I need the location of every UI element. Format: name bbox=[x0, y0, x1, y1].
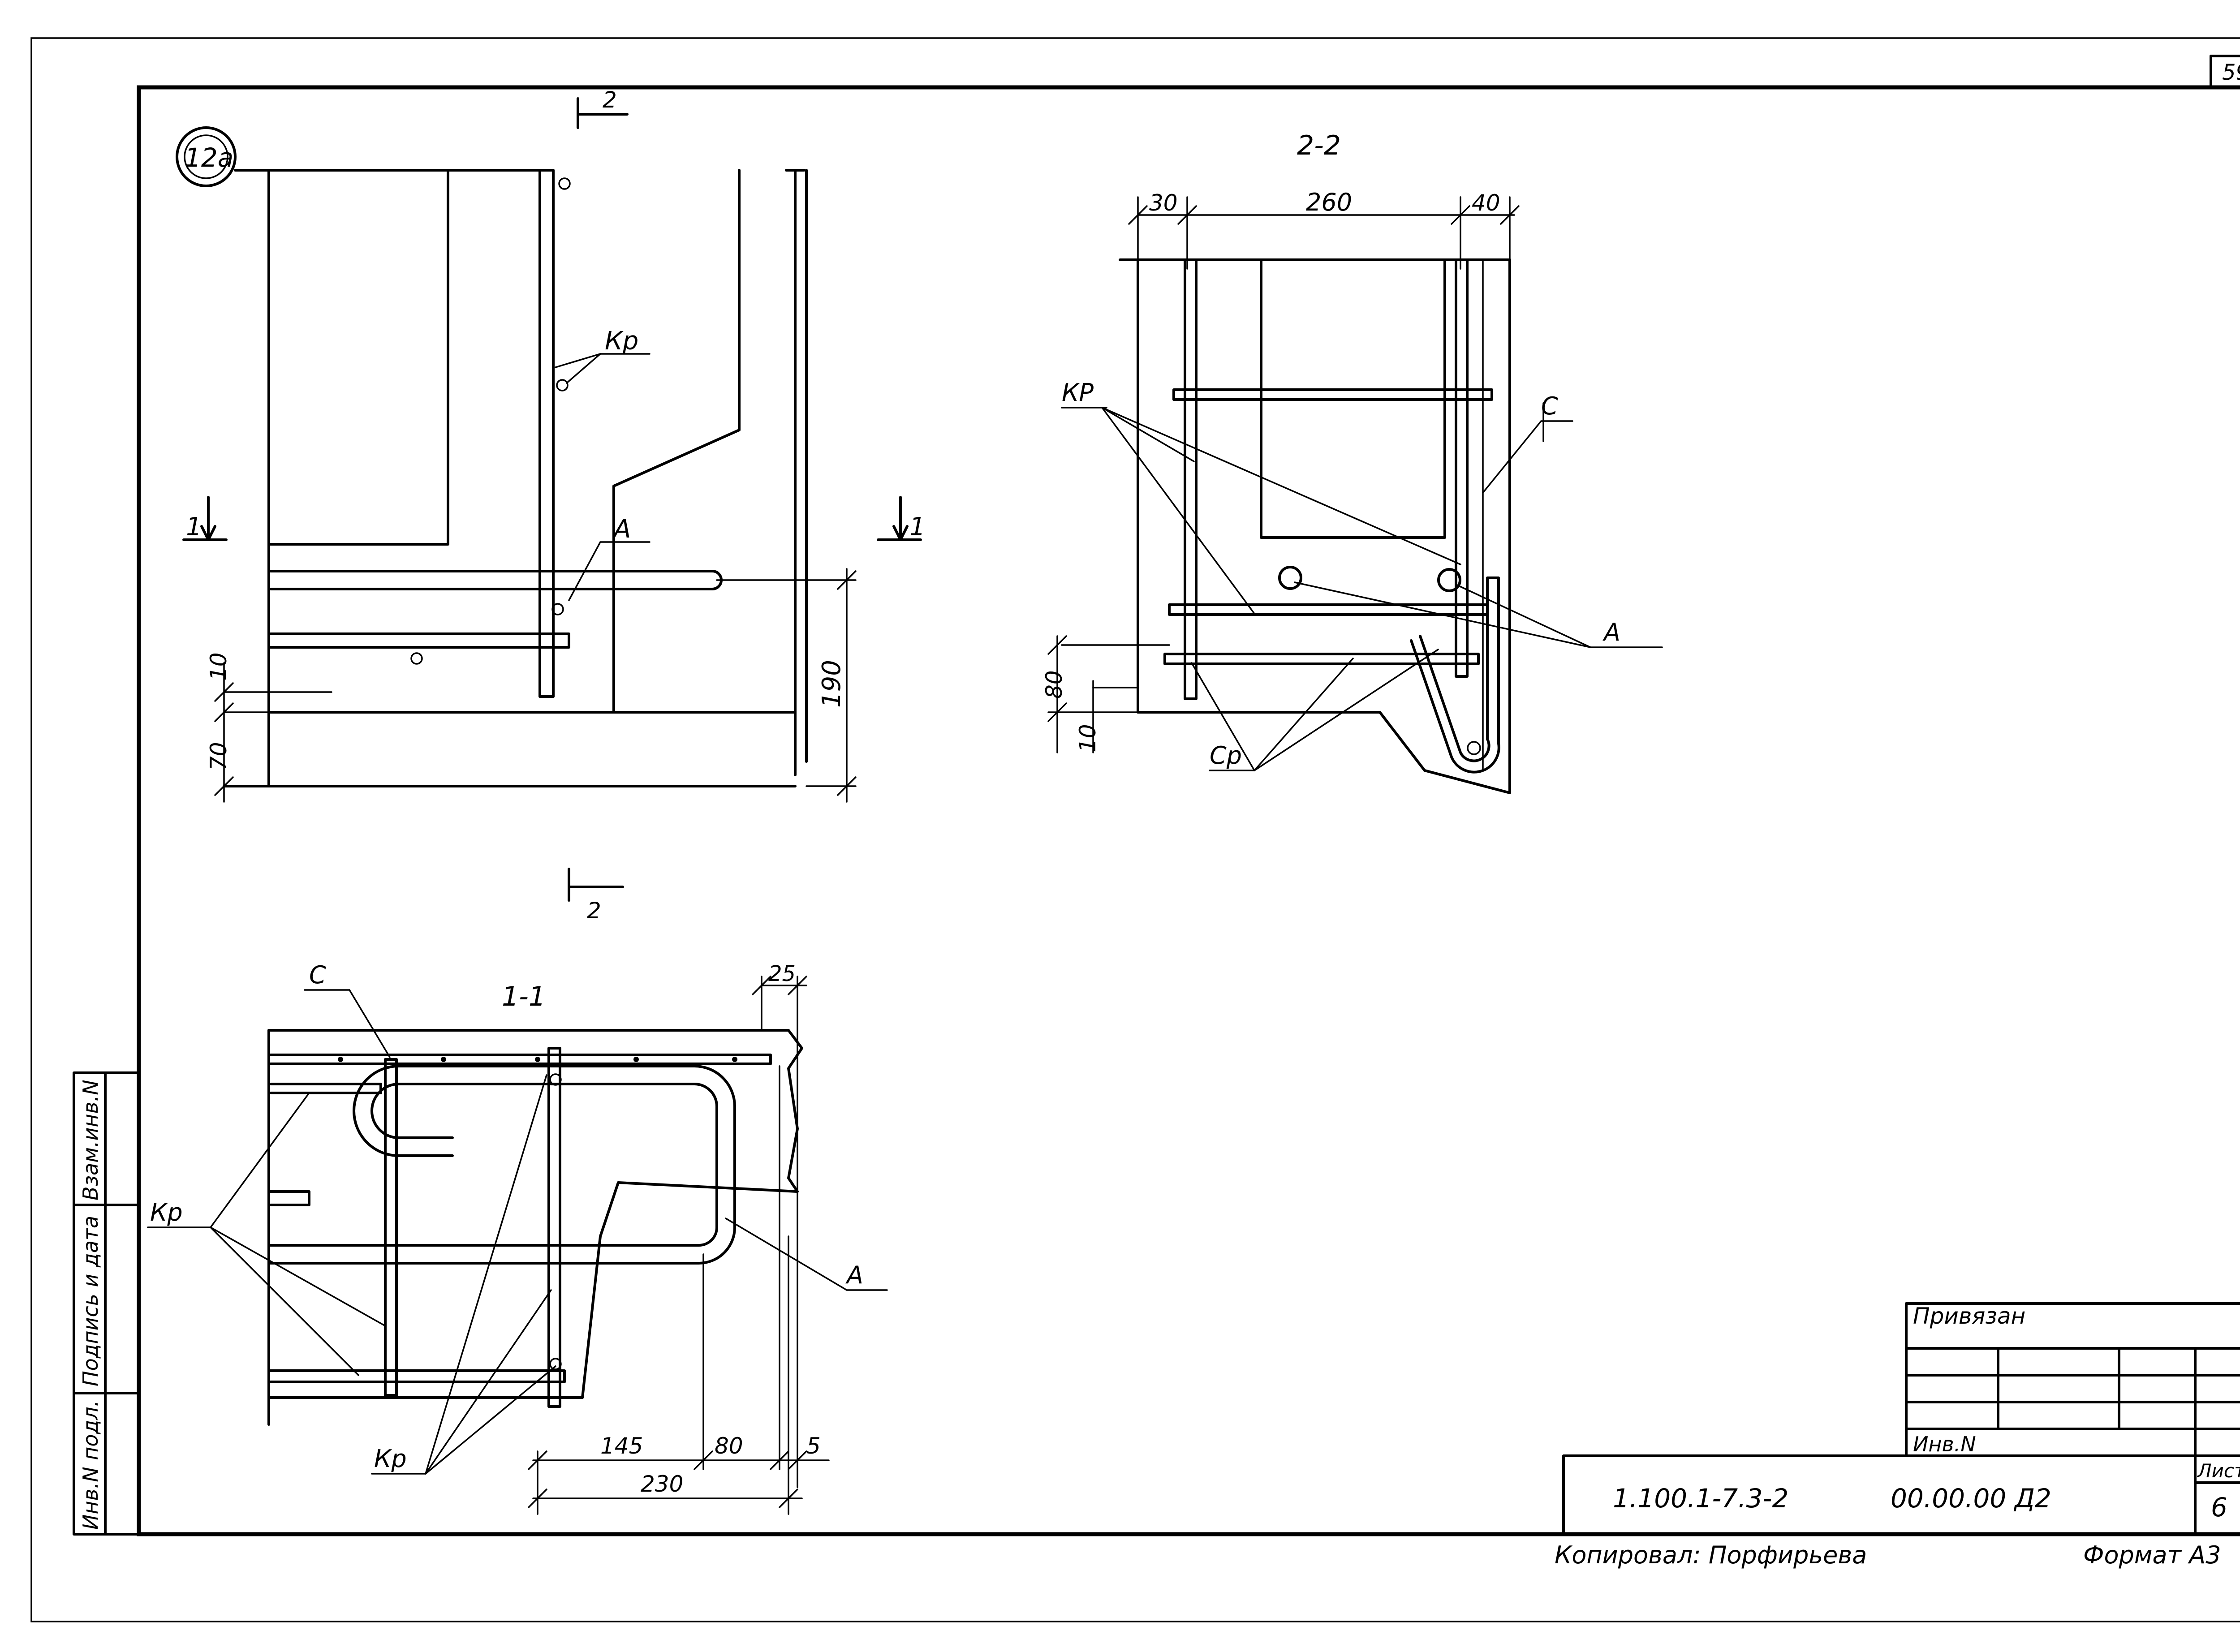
section-title-1-1: 1-1 bbox=[502, 981, 546, 1012]
drawing-code: 00.00.00 Д2 bbox=[1891, 1483, 2051, 1514]
dim-25: 25 bbox=[768, 961, 796, 986]
dim-230: 230 bbox=[641, 1471, 683, 1497]
label-kp-12a: Кр bbox=[605, 327, 638, 356]
list-value: 6 bbox=[2211, 1492, 2227, 1523]
sheet-number-box: 59 bbox=[2210, 55, 2240, 89]
side-stamp-podpis: Подпись и дата bbox=[78, 1216, 103, 1386]
footer-format: Формат А3 bbox=[2083, 1541, 2221, 1569]
dim-10: 10 bbox=[206, 652, 232, 681]
side-stamp: Инв.N подл. Подпись и дата Взам.инв.N bbox=[73, 1071, 140, 1536]
detail-12a: 12a Кр А 190 bbox=[176, 87, 926, 924]
side-stamp-vzam: Взам.инв.N bbox=[78, 1080, 103, 1200]
dim-70: 70 bbox=[206, 742, 232, 770]
section-mark-right-1: 1 bbox=[909, 512, 926, 542]
main-frame bbox=[137, 85, 2240, 1536]
title-inv-no: Инв.N bbox=[1913, 1432, 1976, 1456]
dim-260: 260 bbox=[1306, 188, 1352, 216]
section-1-1: 1-1 С А Кр bbox=[147, 961, 888, 1515]
sheet-number: 59 bbox=[2222, 60, 2240, 85]
label-kp-1-1-left: Кр bbox=[150, 1198, 183, 1226]
section-mark-bottom-2: 2 bbox=[587, 898, 601, 924]
outer-trim-border bbox=[30, 37, 2240, 1622]
dim-30: 30 bbox=[1149, 190, 1178, 216]
label-c-1-1: С bbox=[309, 961, 326, 989]
title-block: Привязан Инв.N 1.100.1-7.3-2 00.00.00 Д2… bbox=[1562, 1302, 2240, 1536]
dim-10b: 10 bbox=[1075, 724, 1101, 753]
label-a-2-2: А bbox=[1602, 618, 1620, 646]
dim-80: 80 bbox=[1041, 670, 1067, 699]
detail-marker: 12a bbox=[185, 142, 233, 173]
dim-80b: 80 bbox=[715, 1433, 743, 1459]
insulation-block bbox=[267, 169, 449, 546]
label-kp-caps: КР bbox=[1062, 379, 1094, 407]
dim-190: 190 bbox=[817, 660, 846, 708]
list-label: Лист bbox=[2197, 1460, 2240, 1482]
footer-copied: Копировал: Порфирьева bbox=[1555, 1541, 1867, 1569]
label-a-12a: А bbox=[612, 515, 631, 544]
label-kp-1-1-bottom: Кр bbox=[374, 1445, 407, 1473]
label-c-2-2: С bbox=[1541, 392, 1558, 420]
side-stamp-inv-podl: Инв.N подл. bbox=[78, 1400, 103, 1530]
label-a-1-1: А bbox=[845, 1261, 863, 1289]
dim-5: 5 bbox=[806, 1433, 821, 1459]
section-mark-left-1: 1 bbox=[186, 512, 202, 542]
dim-40: 40 bbox=[1472, 190, 1500, 216]
section-title-2-2: 2-2 bbox=[1297, 130, 1341, 161]
doc-code: 1.100.1-7.3-2 bbox=[1613, 1483, 1788, 1514]
section-2-2: 2-2 30 260 40 bbox=[1041, 130, 1663, 794]
section-mark-top-2: 2 bbox=[603, 87, 617, 113]
label-cp: Ср bbox=[1210, 741, 1242, 770]
title-privyazan: Привязан bbox=[1913, 1303, 2025, 1329]
dim-145: 145 bbox=[600, 1433, 643, 1459]
